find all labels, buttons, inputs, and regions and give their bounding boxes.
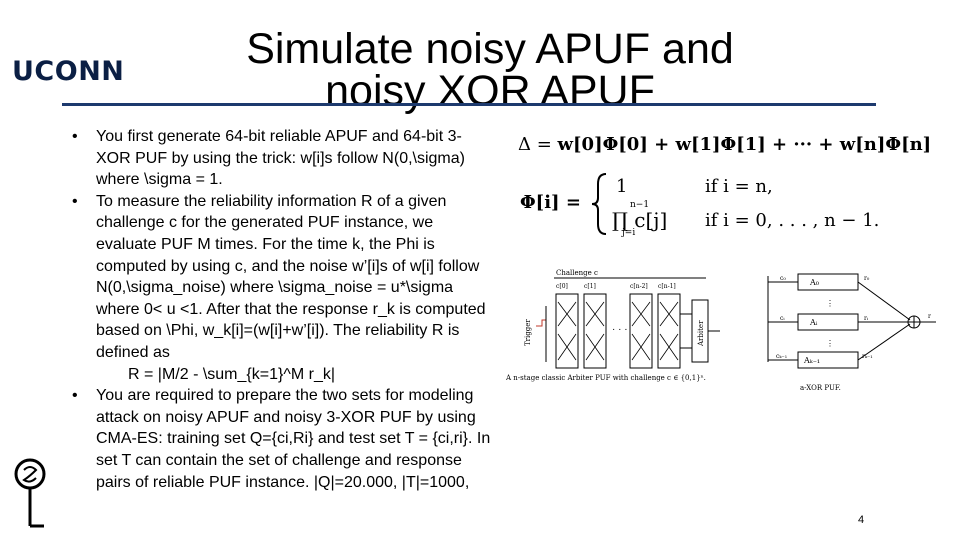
stage-label: c[n-2] <box>630 283 648 290</box>
bullet-text: You are required to prepare the two sets… <box>96 387 491 491</box>
bullet-dot-icon: • <box>72 128 78 145</box>
xor-gate-icon <box>907 315 921 329</box>
arbiter-label: Arbiter <box>697 320 705 347</box>
stage-label: c[1] <box>584 283 596 290</box>
output-label: rᵢ <box>864 315 869 322</box>
title-line-1: Simulate noisy APUF and <box>246 25 734 73</box>
vertical-ellipsis: ⋮ <box>826 299 834 308</box>
arbiter-caption: A n-stage classic Arbiter PUF with chall… <box>506 374 706 382</box>
vertical-ellipsis: ⋮ <box>826 339 834 348</box>
stage-n-2: c[n-2] <box>629 283 653 369</box>
stage-label: c[0] <box>556 283 568 290</box>
delta-lhs: Δ = <box>518 134 552 155</box>
case-brace-icon <box>591 173 607 235</box>
delta-equation: Δ = w[0]Φ[0] + w[1]Φ[1] + ··· + w[n]Φ[n] <box>518 134 931 155</box>
puf-label: A₀ <box>809 278 819 287</box>
case1-value: 1 <box>616 176 628 197</box>
bullet-text: You first generate 64-bit reliable APUF … <box>96 128 465 189</box>
slide-title: Simulate noisy APUF and noisy XOR APUF <box>190 25 790 113</box>
reliability-formula: R = |M/2 - \sum_{k=1}^M r_k| <box>128 365 335 383</box>
input-label: cᵢ <box>780 315 785 322</box>
stage-1: c[1] <box>583 283 607 369</box>
title-underline <box>62 103 876 106</box>
case2-value: ∏ c[j] <box>612 208 668 232</box>
arbiter-puf-diagram: Challenge c Trigger c[0] c[1] · · · c[n-… <box>506 269 720 382</box>
case2-condition: if i = 0, . . . , n − 1. <box>705 210 880 231</box>
stage-ellipsis: · · · <box>612 324 628 335</box>
bullet-text: To measure the reliability information R… <box>96 192 486 361</box>
puf-label: Aₖ₋₁ <box>803 356 820 365</box>
product-upper-bound: n−1 <box>630 200 650 210</box>
bullet-item: • You first generate 64-bit reliable APU… <box>72 126 492 191</box>
challenge-label: Challenge c <box>556 269 598 277</box>
bullet-item: • To measure the reliability information… <box>72 191 492 385</box>
phi-lhs-text: Φ[i] = <box>520 192 581 213</box>
output-label: r₀ <box>864 275 870 282</box>
uconn-logo: UCONN <box>12 56 125 87</box>
delta-rhs: w[0]Φ[0] + w[1]Φ[1] + ··· + w[n]Φ[n] <box>557 134 932 155</box>
phi-lhs: Φ[i] = <box>520 192 581 213</box>
bullet-item: • You are required to prepare the two se… <box>72 385 492 493</box>
stage-0: c[0] <box>555 283 579 369</box>
input-label: cₖ₋₁ <box>776 353 787 360</box>
case1-condition: if i = n, <box>705 176 773 197</box>
puf-box-i <box>797 313 859 331</box>
puf-label: Aᵢ <box>809 318 818 327</box>
output-label: rₖ₋₁ <box>862 353 873 360</box>
input-label: c₀ <box>780 275 786 282</box>
bullet-dot-icon: • <box>72 387 78 405</box>
bullet-dot-icon: • <box>72 192 78 210</box>
trigger-label: Trigger <box>524 319 532 346</box>
page-number: 4 <box>858 514 865 526</box>
stage-label: c[n-1] <box>658 283 676 290</box>
product-lower-bound: j=i <box>622 228 636 238</box>
mascot-icon <box>14 458 46 528</box>
xor-puf-diagram: c₀ cᵢ cₖ₋₁ A₀ ⋮ Aᵢ ⋮ Aₖ₋₁ r₀ rᵢ rₖ₋₁ r a… <box>767 273 936 392</box>
trigger-pulse-icon <box>536 319 546 327</box>
puf-box-0 <box>797 273 859 291</box>
xor-caption: a-XOR PUF. <box>800 384 841 392</box>
bullet-list: • You first generate 64-bit reliable APU… <box>72 126 492 493</box>
stage-n-1: c[n-1] <box>657 283 681 369</box>
result-label: r <box>928 313 931 320</box>
